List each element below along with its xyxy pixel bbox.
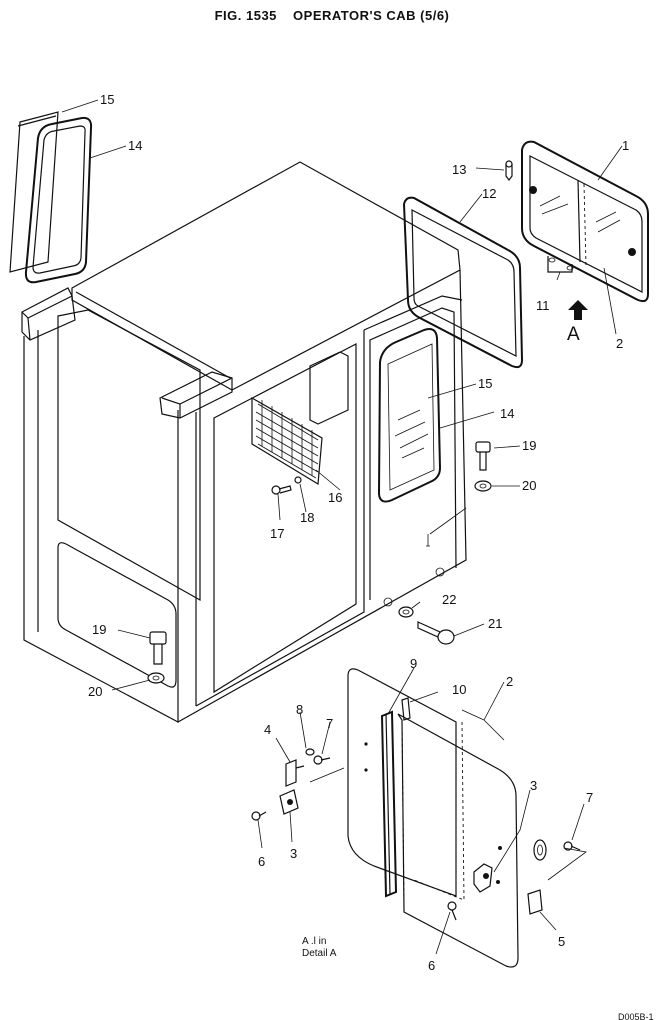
callout-6-right: 6 bbox=[428, 958, 435, 973]
screw-17 bbox=[271, 476, 302, 495]
callout-11: 11 bbox=[536, 298, 550, 313]
detail-a-panel bbox=[347, 668, 457, 897]
callout-5: 5 bbox=[558, 934, 565, 949]
detail-a-caption: A .l in Detail A bbox=[302, 936, 337, 959]
catch-5 bbox=[527, 889, 543, 915]
figure-title: FIG. 1535 OPERATOR'S CAB (5/6) bbox=[0, 8, 664, 23]
figure-caption: OPERATOR'S CAB (5/6) bbox=[293, 8, 450, 23]
callout-2-top: 2 bbox=[616, 336, 623, 351]
callout-3-left: 3 bbox=[290, 846, 297, 861]
callout-7-right: 7 bbox=[586, 790, 593, 805]
detail-a-glass bbox=[397, 713, 519, 968]
callout-17: 17 bbox=[270, 526, 284, 541]
rear-window-seal bbox=[24, 116, 93, 284]
callout-labels: 15 14 1 13 12 11 A 2 15 14 19 20 16 18 1… bbox=[88, 92, 629, 973]
leader-lines bbox=[61, 99, 623, 955]
callout-18: 18 bbox=[300, 510, 314, 525]
callout-20-left: 20 bbox=[88, 684, 102, 699]
detail-caption-line1: A .l in bbox=[302, 936, 326, 947]
callout-8: 8 bbox=[296, 702, 303, 717]
callout-13: 13 bbox=[452, 162, 466, 177]
callout-12: 12 bbox=[482, 186, 496, 201]
screw-13 bbox=[505, 160, 513, 181]
bolt-21 bbox=[398, 606, 455, 645]
detail-caption-line2: Detail A bbox=[302, 948, 337, 959]
screw-7-left bbox=[313, 755, 331, 765]
washer-8 bbox=[305, 748, 315, 756]
run-channel-9 bbox=[380, 710, 398, 898]
callout-16: 16 bbox=[328, 490, 342, 505]
callout-4: 4 bbox=[264, 722, 271, 737]
rod-10 bbox=[401, 697, 411, 721]
callout-7-left: 7 bbox=[326, 716, 333, 731]
rear-window-glass bbox=[9, 111, 59, 273]
callout-view-a: A bbox=[567, 324, 580, 345]
callout-2-detail: 2 bbox=[506, 674, 513, 689]
corner-code: D005B-1 bbox=[618, 1012, 654, 1020]
latch-3-right bbox=[473, 839, 547, 893]
callout-6-left: 6 bbox=[258, 854, 265, 869]
callout-19-right: 19 bbox=[522, 438, 536, 453]
cab-body bbox=[21, 161, 467, 723]
bracket-4 bbox=[285, 759, 305, 787]
callout-9: 9 bbox=[410, 656, 417, 671]
callout-20-right: 20 bbox=[522, 478, 536, 493]
callout-15-door: 15 bbox=[478, 376, 492, 391]
screw-6-left bbox=[251, 811, 267, 821]
sliding-window-assembly bbox=[521, 140, 649, 303]
bolt-19-left bbox=[147, 631, 167, 684]
callout-10: 10 bbox=[452, 682, 466, 697]
callout-15-top: 15 bbox=[100, 92, 114, 107]
callout-22: 22 bbox=[442, 592, 456, 607]
latch-3-left bbox=[279, 789, 299, 815]
callout-1: 1 bbox=[622, 138, 629, 153]
view-a-arrow bbox=[568, 300, 588, 320]
callout-14-top: 14 bbox=[128, 138, 142, 153]
figure-number: FIG. 1535 bbox=[214, 8, 277, 23]
screw-6-right bbox=[447, 901, 457, 921]
side-window-seal bbox=[402, 196, 524, 369]
bolt-19-right bbox=[474, 441, 492, 492]
callout-3-right: 3 bbox=[530, 778, 537, 793]
callout-14-door: 14 bbox=[500, 406, 514, 421]
callout-19-left: 19 bbox=[92, 622, 106, 637]
callout-21: 21 bbox=[488, 616, 502, 631]
